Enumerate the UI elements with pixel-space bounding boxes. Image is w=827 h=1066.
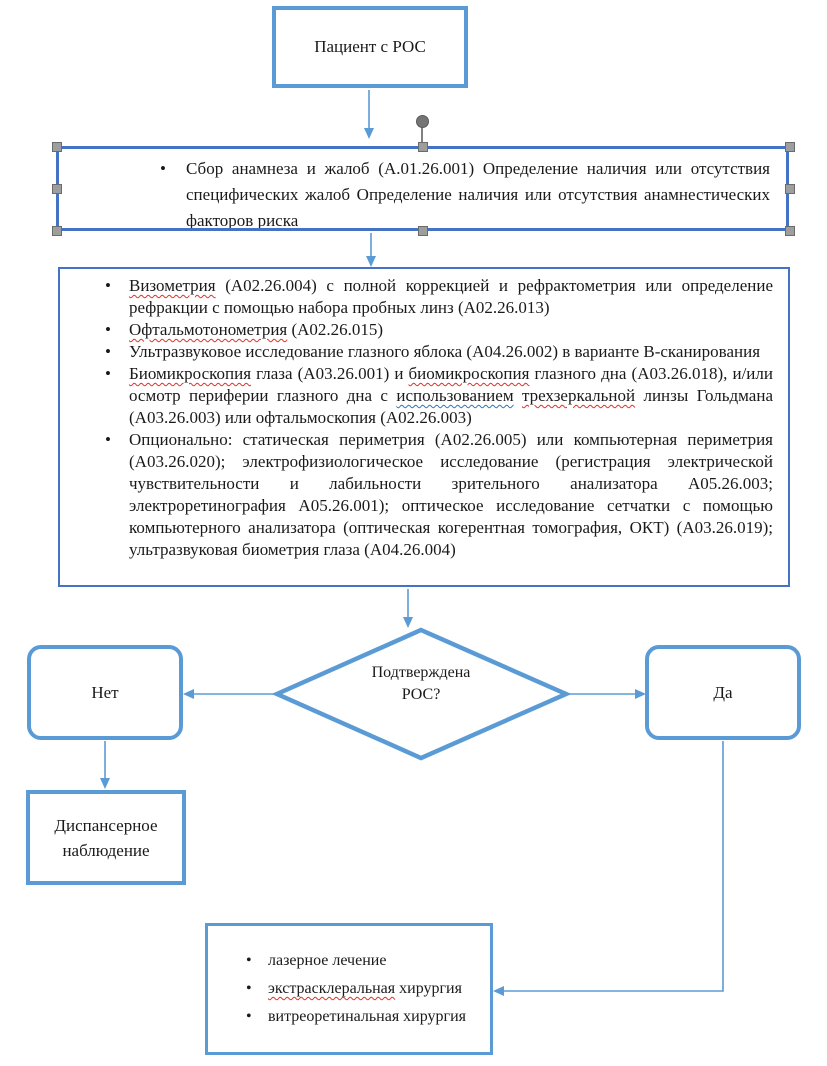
- treatment-list: лазерное лечение экстрасклеральная хирур…: [208, 947, 474, 1031]
- arrowhead-left: [493, 986, 504, 996]
- selection-handle-top-left[interactable]: [52, 142, 62, 152]
- spellchecked-word: экстрасклеральная: [268, 980, 396, 997]
- list-item: Биомикроскопия глаза (А03.26.001) и биом…: [105, 363, 773, 429]
- diagnostics-list: Визометрия (А02.26.004) с полной коррекц…: [60, 269, 788, 561]
- observation-line1: Диспансерное: [54, 815, 158, 835]
- list-item: экстрасклеральная хирургия: [246, 975, 466, 1003]
- list-item: витреоретинальная хирургия: [246, 1003, 466, 1031]
- spellchecked-word: Офтальмотонометрия: [129, 320, 288, 339]
- rotation-handle-stem: [421, 126, 423, 144]
- bullet-text: Опционально: статическая периметрия (А02…: [129, 430, 773, 559]
- list-item: Опционально: статическая периметрия (А02…: [105, 429, 773, 561]
- arrowhead-down: [366, 256, 376, 267]
- arrowhead-down: [100, 778, 110, 789]
- arrowhead-down: [403, 617, 413, 628]
- decision-line2: РОС?: [401, 686, 441, 703]
- spellchecked-word: Биомикроскопия: [129, 364, 252, 383]
- list-item: лазерное лечение: [246, 947, 466, 975]
- rotation-handle[interactable]: [416, 115, 429, 128]
- yes-label: Да: [713, 682, 733, 702]
- list-item: Офтальмотонометрия (А02.26.015): [105, 319, 773, 341]
- node-diagnostics[interactable]: Визометрия (А02.26.004) с полной коррекц…: [58, 267, 790, 587]
- bullet-text: лазерное лечение: [268, 952, 387, 969]
- bullet-text: витреоретинальная хирургия: [268, 1008, 467, 1025]
- selection-handle-mid-left[interactable]: [52, 184, 62, 194]
- anamnesis-list: Сбор анамнеза и жалоб (А.01.26.001) Опре…: [59, 149, 786, 230]
- bullet-text: (А02.26.004) с полной коррекцией и рефра…: [129, 276, 773, 317]
- bullet-text: линзы Гольдмана (А03.26.003) или офтальм…: [129, 386, 773, 427]
- list-item: Сбор анамнеза и жалоб (А.01.26.001) Опре…: [160, 156, 770, 230]
- start-label: Пациент с РОС: [314, 37, 426, 56]
- list-item: Ультразвуковое исследование глазного ябл…: [105, 341, 773, 363]
- no-label: Нет: [91, 682, 119, 702]
- node-anamnesis[interactable]: Сбор анамнеза и жалоб (А.01.26.001) Опре…: [56, 146, 789, 231]
- list-item: Визометрия (А02.26.004) с полной коррекц…: [105, 275, 773, 319]
- selection-handle-bottom-left[interactable]: [52, 226, 62, 236]
- node-no[interactable]: Нет: [27, 645, 183, 740]
- node-start[interactable]: Пациент с РОС: [272, 6, 468, 88]
- bullet-text: (А02.26.015): [287, 320, 384, 339]
- observation-line2: наблюдение: [62, 840, 150, 860]
- selection-handle-mid-right[interactable]: [785, 184, 795, 194]
- bullet-text: Ультразвуковое исследование глазного ябл…: [129, 342, 761, 361]
- bullet-text: [514, 386, 522, 405]
- node-observation[interactable]: Диспансерное наблюдение: [26, 790, 186, 885]
- selection-handle-bottom-mid[interactable]: [418, 226, 428, 236]
- node-yes[interactable]: Да: [645, 645, 801, 740]
- arrowhead-left: [183, 689, 194, 699]
- selection-handle-top-mid[interactable]: [418, 142, 428, 152]
- decision-line1: Подтверждена: [371, 664, 471, 681]
- connector-yes-to-treatment: [503, 741, 724, 992]
- node-treatment[interactable]: лазерное лечение экстрасклеральная хирур…: [205, 923, 493, 1055]
- bullet-text: глаза (А03.26.001) и: [251, 364, 409, 383]
- selection-handle-bottom-right[interactable]: [785, 226, 795, 236]
- spellchecked-word: Визометрия: [129, 276, 216, 295]
- grammar-checked-word: использованием: [396, 386, 514, 405]
- bullet-text: глазного дна (А03.26.018), и/или осмотр …: [129, 364, 773, 405]
- selection-handle-top-right[interactable]: [785, 142, 795, 152]
- arrowhead-down: [364, 128, 374, 139]
- spellchecked-word: биомикроскопия: [408, 364, 530, 383]
- bullet-text: хирургия: [395, 980, 462, 997]
- spellchecked-word: трехзеркальной: [521, 386, 636, 405]
- decision-label: Подтверждена РОС?: [321, 662, 521, 706]
- anamnesis-text: Сбор анамнеза и жалоб (А.01.26.001) Опре…: [186, 159, 770, 230]
